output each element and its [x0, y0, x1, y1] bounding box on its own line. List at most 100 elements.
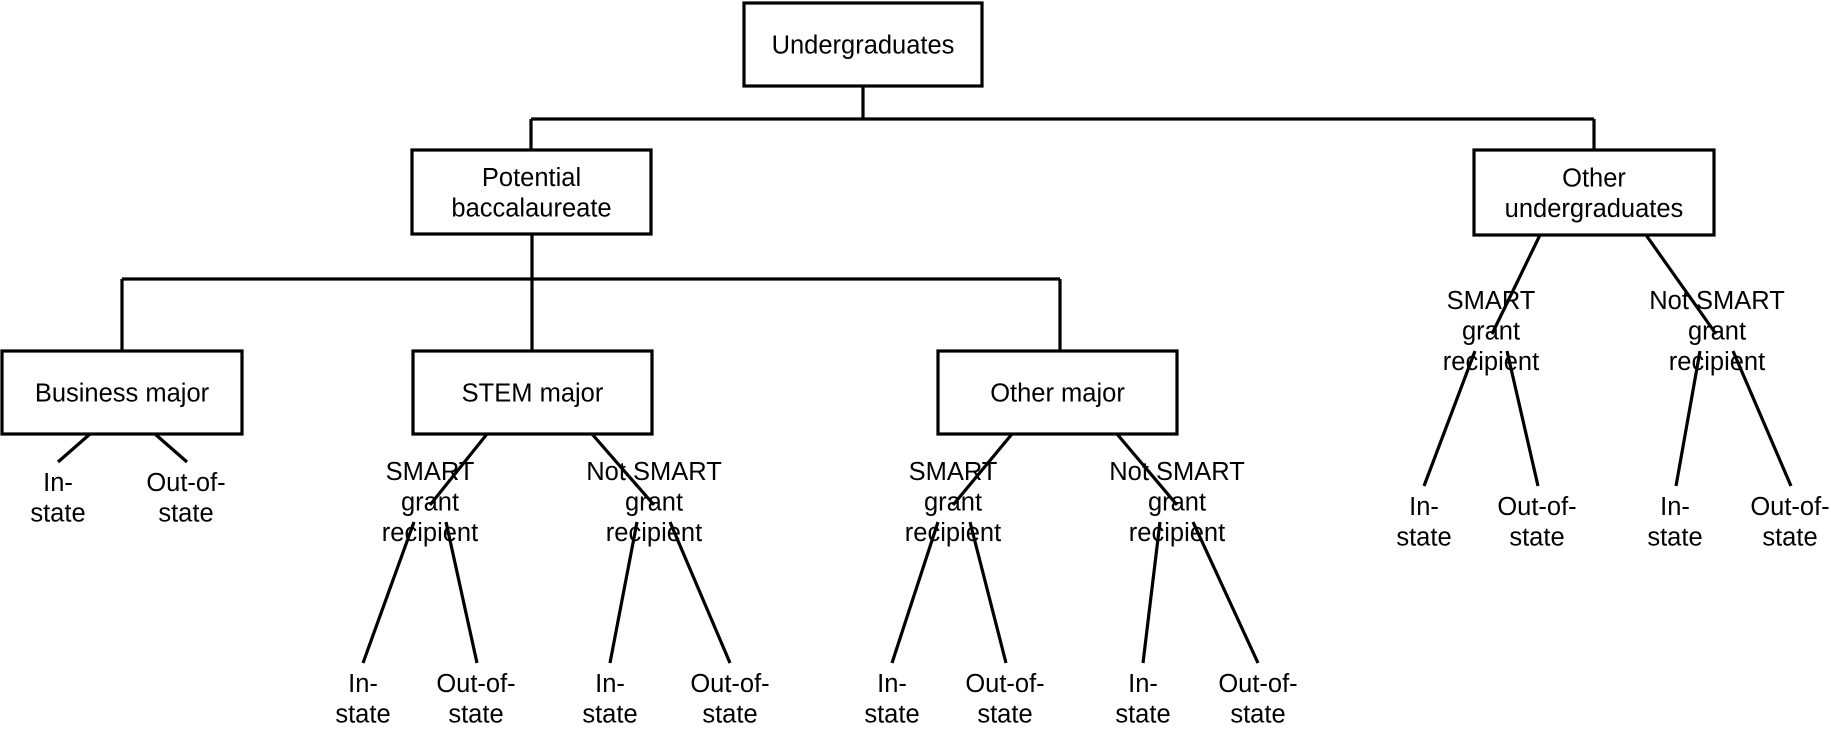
label-not-smart-grant-recipient-stem-text-line-2: grant — [625, 489, 683, 517]
leaf-out-of-state-business-text-line-2: state — [158, 500, 213, 528]
edge-other-major-to-not-smart — [1115, 432, 1179, 507]
node-other-undergraduates-rect — [1472, 148, 1716, 237]
leaf-out-of-state-other-ug-not-smart-text-line-2: state — [1762, 524, 1817, 552]
leaf-in-state-other-major-smart-text-line-1: In- — [877, 670, 907, 698]
leaf-in-state-stem-smart-text-line-1: In- — [348, 670, 378, 698]
edge-smart-other-ug-to-out — [1505, 350, 1540, 487]
leaf-in-state-other-ug-smart: In-state — [1396, 493, 1451, 552]
node-business-major-rect — [0, 349, 244, 436]
edge-stem-to-not-smart — [590, 432, 656, 507]
node-other-undergraduates-text-line-1: Other — [1562, 164, 1626, 192]
label-smart-grant-recipient-other-undergrads-text-line-3: recipient — [1443, 348, 1539, 376]
leaf-in-state-stem-not-smart: In-state — [582, 670, 637, 729]
leaf-in-state-other-ug-not-smart-text-line-1: In- — [1660, 493, 1690, 521]
edge-not-smart-other-major-to-in — [1141, 521, 1162, 664]
leaf-out-of-state-business-text-line-1: Out-of- — [146, 469, 225, 497]
node-other-major-rect — [936, 349, 1179, 436]
edge-not-smart-other-major-to-out — [1191, 521, 1260, 664]
node-stem-major-text-line-1: STEM major — [462, 380, 604, 408]
leaf-in-state-stem-smart-text-line-2: state — [335, 701, 390, 729]
edge-business-to-out-of-state — [153, 432, 189, 464]
leaf-out-of-state-stem-smart: Out-of-state — [436, 670, 515, 729]
label-not-smart-grant-recipient-other-undergrads-text-line-3: recipient — [1669, 348, 1765, 376]
leaf-out-of-state-stem-not-smart-text-line-1: Out-of- — [690, 670, 769, 698]
node-undergraduates-rect — [742, 1, 984, 88]
edge-stem-to-smart — [428, 432, 489, 507]
leaf-out-of-state-other-ug-not-smart: Out-of-state — [1750, 493, 1829, 552]
label-not-smart-grant-recipient-other-undergrads-text-line-2: grant — [1688, 318, 1746, 346]
leaf-out-of-state-other-major-smart-text-line-1: Out-of- — [965, 670, 1044, 698]
edges-layer — [56, 86, 1793, 664]
node-other-major-text-line-1: Other major — [990, 380, 1125, 408]
label-smart-grant-recipient-stem-text-line-3: recipient — [382, 519, 478, 547]
leaf-in-state-other-ug-not-smart-text-line-2: state — [1647, 524, 1702, 552]
leaf-in-state-business-text-line-2: state — [30, 500, 85, 528]
label-not-smart-grant-recipient-stem-text-line-3: recipient — [606, 519, 702, 547]
leaf-out-of-state-other-major-not-smart: Out-of-state — [1218, 670, 1297, 729]
node-undergraduates: Undergraduates — [742, 1, 984, 88]
leaf-in-state-other-major-smart: In-state — [864, 670, 919, 729]
leaf-out-of-state-other-major-not-smart-text-line-2: state — [1230, 701, 1285, 729]
leaf-in-state-stem-not-smart-text-line-2: state — [582, 701, 637, 729]
node-business-major-text-line-1: Business major — [35, 380, 210, 408]
edge-smart-other-ug-to-in — [1422, 350, 1477, 487]
leaf-in-state-business-text-line-1: In- — [43, 469, 73, 497]
leaf-in-state-other-major-smart-text-line-2: state — [864, 701, 919, 729]
label-smart-grant-recipient-other-major-text-line-2: grant — [924, 489, 982, 517]
node-stem-major-rect — [411, 349, 654, 436]
leaf-in-state-other-ug-not-smart: In-state — [1647, 493, 1702, 552]
leaf-out-of-state-stem-not-smart: Out-of-state — [690, 670, 769, 729]
leaf-in-state-other-major-not-smart-text-line-2: state — [1115, 701, 1170, 729]
edge-smart-stem-to-in — [361, 521, 416, 664]
leaf-out-of-state-other-major-not-smart-text-line-1: Out-of- — [1218, 670, 1297, 698]
node-business-major: Business major — [0, 349, 244, 436]
leaf-out-of-state-other-ug-not-smart-text-line-1: Out-of- — [1750, 493, 1829, 521]
label-not-smart-grant-recipient-other-major-text-line-3: recipient — [1129, 519, 1225, 547]
edge-not-smart-stem-to-in — [608, 521, 639, 664]
leaf-in-state-other-ug-smart-text-line-1: In- — [1409, 493, 1439, 521]
edge-smart-other-major-to-out — [968, 521, 1008, 664]
label-smart-grant-recipient-other-undergrads-text-line-1: SMART — [1447, 287, 1536, 315]
label-not-smart-grant-recipient-stem-text-line-1: Not SMART — [586, 458, 722, 486]
node-stem-major: STEM major — [411, 349, 654, 436]
leaf-out-of-state-stem-smart-text-line-2: state — [448, 701, 503, 729]
label-smart-grant-recipient-other-major-text-line-1: SMART — [909, 458, 998, 486]
leaf-in-state-other-major-not-smart: In-state — [1115, 670, 1170, 729]
edge-not-smart-other-ug-to-in — [1674, 350, 1702, 487]
label-smart-grant-recipient-stem-text-line-1: SMART — [386, 458, 475, 486]
leaf-out-of-state-other-ug-smart-text-line-1: Out-of- — [1497, 493, 1576, 521]
leaf-out-of-state-stem-not-smart-text-line-2: state — [702, 701, 757, 729]
edge-smart-other-major-to-in — [890, 521, 940, 664]
label-smart-grant-recipient-other-major-text-line-3: recipient — [905, 519, 1001, 547]
leaf-in-state-other-ug-smart-text-line-2: state — [1396, 524, 1451, 552]
label-smart-grant-recipient-stem-text-line-2: grant — [401, 489, 459, 517]
leaf-out-of-state-other-major-smart-text-line-2: state — [977, 701, 1032, 729]
edge-other-ug-to-smart — [1490, 234, 1542, 335]
leaf-in-state-other-major-not-smart-text-line-1: In- — [1128, 670, 1158, 698]
edge-not-smart-stem-to-out — [668, 521, 732, 664]
node-potential-baccalaureate-text-line-2: baccalaureate — [451, 194, 611, 222]
node-undergraduates-text-line-1: Undergraduates — [772, 32, 955, 60]
node-other-undergraduates: Other undergraduates — [1472, 148, 1716, 237]
label-not-smart-grant-recipient-other-major-text-line-1: Not SMART — [1109, 458, 1245, 486]
leaf-in-state-business: In-state — [30, 469, 85, 528]
leaf-out-of-state-other-ug-smart-text-line-2: state — [1509, 524, 1564, 552]
leaf-out-of-state-stem-smart-text-line-1: Out-of- — [436, 670, 515, 698]
leaf-in-state-stem-smart: In-state — [335, 670, 390, 729]
leaf-out-of-state-other-ug-smart: Out-of-state — [1497, 493, 1576, 552]
edge-not-smart-other-ug-to-out — [1731, 350, 1793, 487]
node-potential-baccalaureate-text-line-1: Potential — [482, 164, 581, 192]
label-not-smart-grant-recipient-other-major-text-line-2: grant — [1148, 489, 1206, 517]
leaf-out-of-state-business: Out-of-state — [146, 469, 225, 528]
label-smart-grant-recipient-other-undergrads-text-line-2: grant — [1462, 318, 1520, 346]
node-other-undergraduates-text-line-2: undergraduates — [1505, 195, 1684, 223]
edge-business-to-in-state — [56, 432, 92, 464]
edge-smart-stem-to-out — [444, 521, 479, 664]
